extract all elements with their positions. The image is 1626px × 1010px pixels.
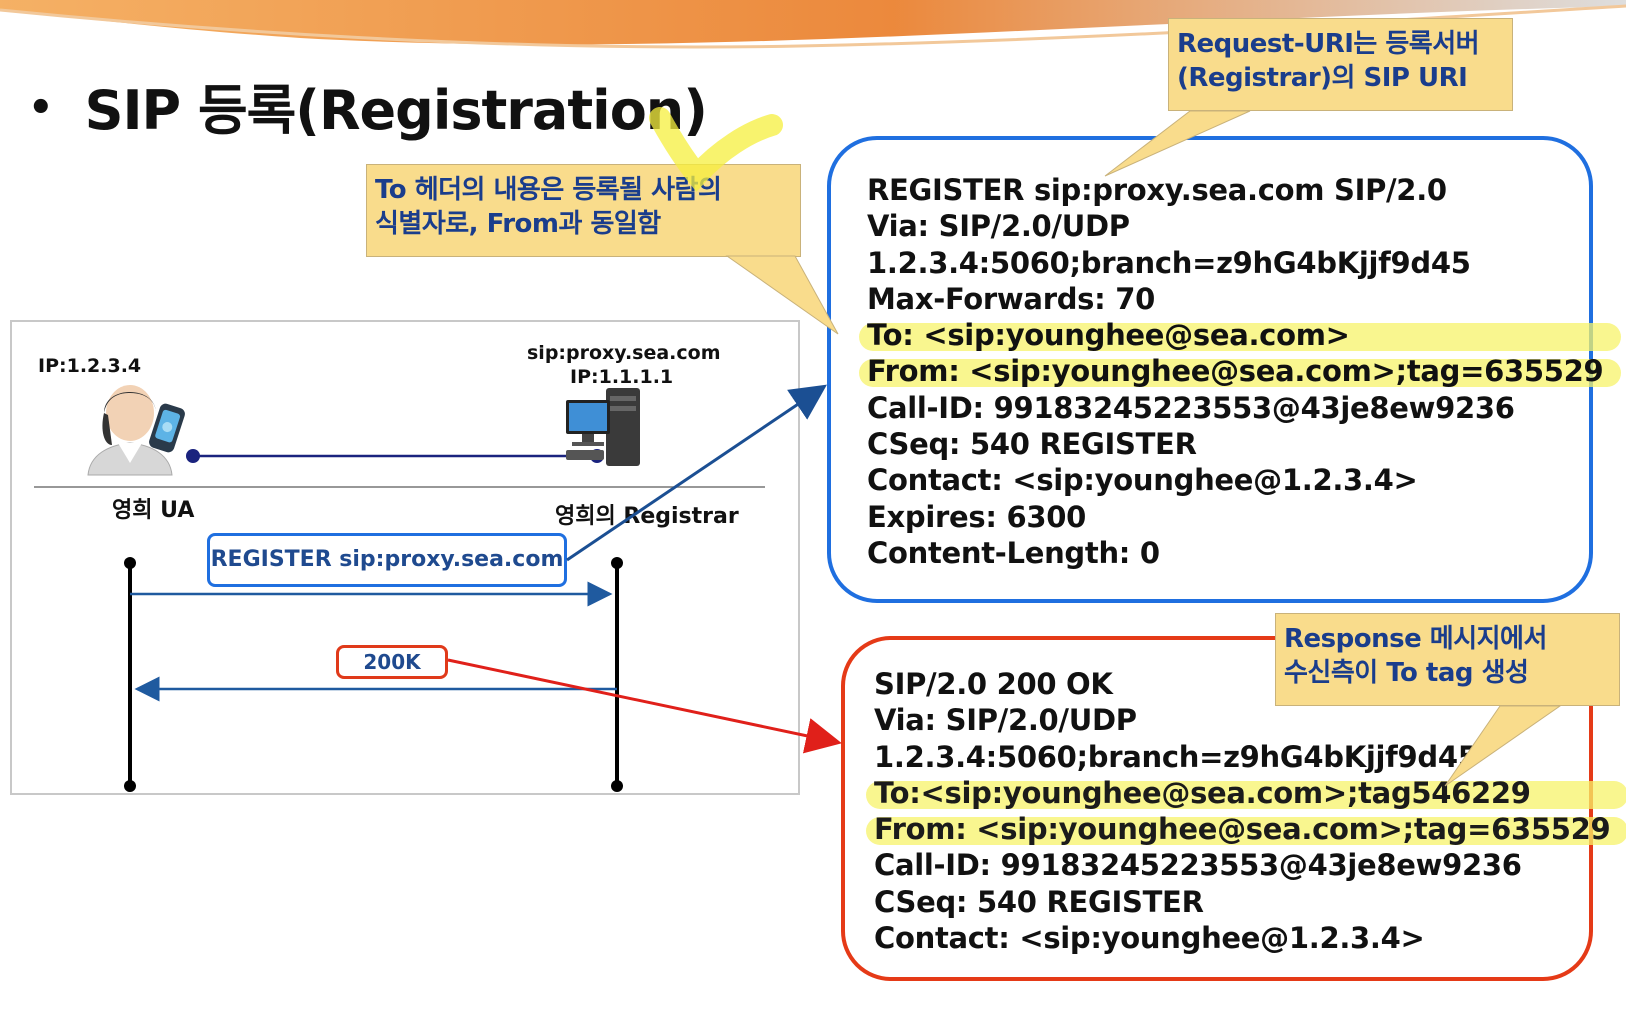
request-line-text: To: <sip:younghee@sea.com> <box>867 318 1350 353</box>
request-line: CSeq: 540 REGISTER <box>867 426 1603 462</box>
request-line: Content-Length: 0 <box>867 535 1603 571</box>
response-line-text: Call-ID: 99183245223553@43je8ew9236 <box>874 848 1522 883</box>
title-bullet: • <box>28 85 54 131</box>
link-endpoint <box>186 449 200 463</box>
server-ip-label: IP:1.1.1.1 <box>570 366 674 388</box>
request-line: Call-ID: 99183245223553@43je8ew9236 <box>867 390 1603 426</box>
response-line-text: From: <sip:younghee@sea.com>;tag=635529 <box>874 812 1611 847</box>
desktop-computer-icon <box>566 388 640 466</box>
response-line: Contact: <sip:younghee@1.2.3.4> <box>874 920 1610 956</box>
server-uri-label: sip:proxy.sea.com <box>527 342 721 364</box>
note-line: Response 메시지에서 <box>1284 624 1547 654</box>
response-line: Call-ID: 99183245223553@43je8ew9236 <box>874 847 1610 883</box>
note-line: 수신측이 To tag 생성 <box>1284 658 1529 688</box>
response-line-text: Contact: <sip:younghee@1.2.3.4> <box>874 921 1425 956</box>
request-line-text: Contact: <sip:younghee@1.2.3.4> <box>867 463 1418 498</box>
response-line: CSeq: 540 REGISTER <box>874 884 1610 920</box>
request-line: REGISTER sip:proxy.sea.com SIP/2.0 <box>867 172 1603 208</box>
response-line-text: CSeq: 540 REGISTER <box>874 884 1204 919</box>
note-line: (Registrar)의 SIP URI <box>1177 63 1468 93</box>
ok-message-box: 200K <box>336 645 448 679</box>
response-line: SIP/2.0 200 OK <box>874 666 1610 702</box>
registrar-name-label: 영희의 Registrar <box>555 504 739 529</box>
response-note: Response 메시지에서 수신측이 To tag 생성 <box>1275 613 1620 706</box>
title-text: SIP 등록(Registration) <box>84 79 708 142</box>
request-line-text: Expires: 6300 <box>867 499 1086 534</box>
response-line-text: 1.2.3.4:5060;branch=z9hG4bKjjf9d45 <box>874 739 1478 774</box>
response-line-text: To:<sip:younghee@sea.com>;tag546229 <box>874 775 1531 810</box>
response-line: To:<sip:younghee@sea.com>;tag546229 <box>865 775 1626 811</box>
ua-ip-label: IP:1.2.3.4 <box>38 355 142 377</box>
request-line: From: <sip:younghee@sea.com>;tag=635529 <box>858 353 1622 389</box>
request-uri-note: Request-URI는 등록서버 (Registrar)의 SIP URI <box>1168 18 1513 111</box>
ua-name-label: 영희 UA <box>112 498 195 523</box>
slide-title: • SIP 등록(Registration) <box>28 66 708 145</box>
request-line-text: Content-Length: 0 <box>867 535 1160 570</box>
request-line-text: Max-Forwards: 70 <box>867 281 1155 316</box>
request-line-text: CSeq: 540 REGISTER <box>867 427 1197 462</box>
response-line: Via: SIP/2.0/UDP <box>874 702 1610 738</box>
request-line-text: Via: SIP/2.0/UDP <box>867 209 1130 244</box>
request-line: Max-Forwards: 70 <box>867 281 1603 317</box>
request-line-text: From: <sip:younghee@sea.com>;tag=635529 <box>867 354 1604 389</box>
request-line: Via: SIP/2.0/UDP <box>867 208 1603 244</box>
request-line: Expires: 6300 <box>867 499 1603 535</box>
register-message-box: REGISTER sip:proxy.sea.com <box>207 533 567 587</box>
request-line-text: REGISTER sip:proxy.sea.com SIP/2.0 <box>867 173 1447 207</box>
request-line-text: 1.2.3.4:5060;branch=z9hG4bKjjf9d45 <box>867 245 1471 280</box>
request-line: Contact: <sip:younghee@1.2.3.4> <box>867 462 1603 498</box>
request-line-text: Call-ID: 99183245223553@43je8ew9236 <box>867 390 1515 425</box>
request-line: 1.2.3.4:5060;branch=z9hG4bKjjf9d45 <box>867 245 1603 281</box>
note-line: Request-URI는 등록서버 <box>1177 29 1480 59</box>
response-line: 1.2.3.4:5060;branch=z9hG4bKjjf9d45 <box>874 739 1610 775</box>
response-line: From: <sip:younghee@sea.com>;tag=635529 <box>865 811 1626 847</box>
to-header-note: To 헤더의 내용은 등록될 사람의 식별자로, From과 동일함 <box>366 164 801 257</box>
response-line-text: SIP/2.0 200 OK <box>874 667 1113 701</box>
note-line: 식별자로, From과 동일함 <box>375 209 661 239</box>
user-with-phone-icon <box>87 385 185 476</box>
response-line-text: Via: SIP/2.0/UDP <box>874 703 1137 738</box>
request-line: To: <sip:younghee@sea.com> <box>858 317 1622 353</box>
